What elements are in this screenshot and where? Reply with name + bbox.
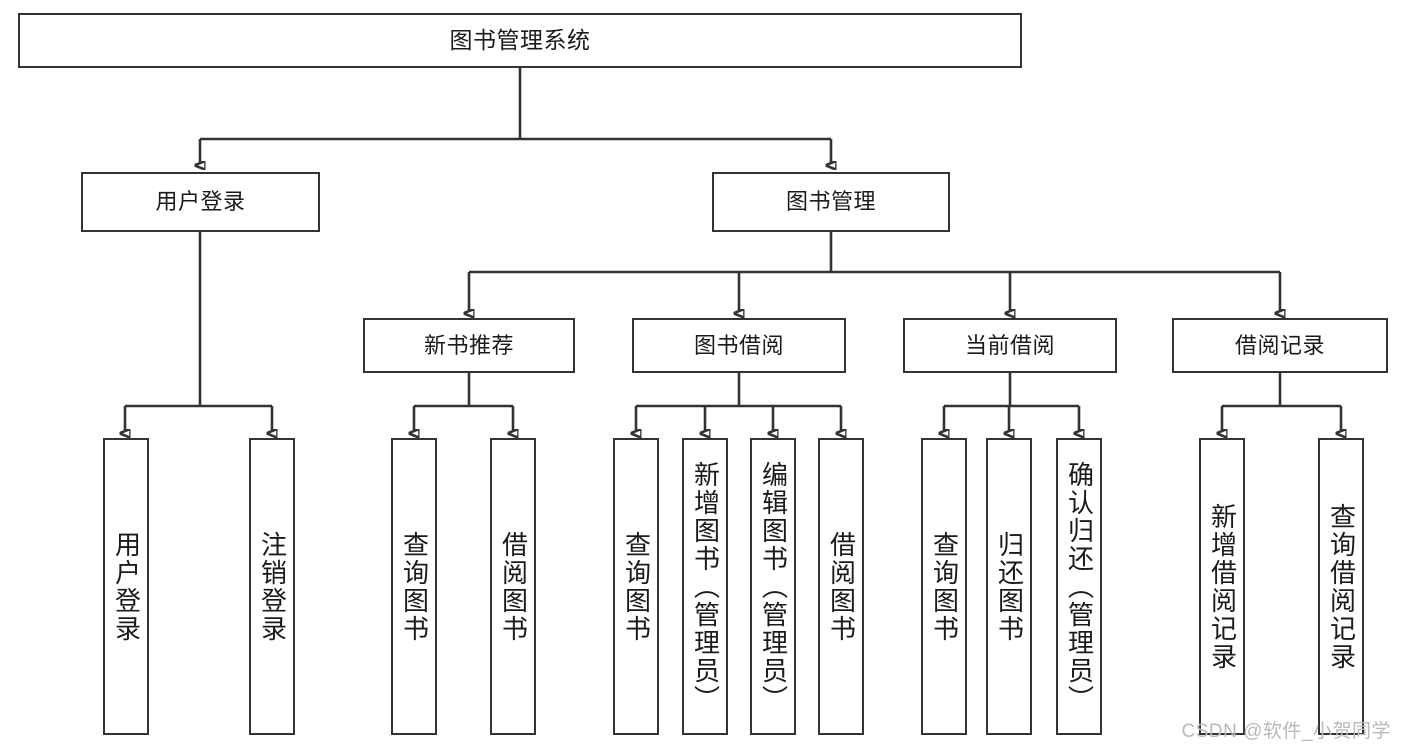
csdn-watermark: CSDN @软件_小贺同学 [1181,721,1391,742]
node-leaf-query-book-1-label: 查询图书 [399,530,430,643]
node-leaf-borrow-book-1[interactable]: 借阅图书 [490,438,536,735]
node-current-borrow-label: 当前借阅 [964,332,1055,358]
node-user-login-label: 用户登录 [155,189,246,215]
node-leaf-confirm-return-label: 确认归还（管理员） [1064,460,1095,713]
node-leaf-add-book[interactable]: 新增图书（管理员） [682,438,728,735]
node-user-login[interactable]: 用户登录 [81,172,320,232]
node-leaf-borrow-book-2[interactable]: 借阅图书 [818,438,864,735]
node-leaf-user-login[interactable]: 用户登录 [103,438,149,735]
node-leaf-add-book-label: 新增图书（管理员） [690,460,721,713]
node-leaf-query-book-3-label: 查询图书 [929,530,960,643]
node-book-borrow-label: 图书借阅 [693,332,784,358]
node-leaf-user-login-label: 用户登录 [111,530,142,643]
node-borrow-record[interactable]: 借阅记录 [1172,318,1388,373]
node-book-manage[interactable]: 图书管理 [712,172,950,232]
node-current-borrow[interactable]: 当前借阅 [903,318,1117,373]
node-leaf-logout-login-label: 注销登录 [257,530,288,643]
node-leaf-logout-login[interactable]: 注销登录 [249,438,295,735]
node-leaf-borrow-book-2-label: 借阅图书 [826,530,857,643]
node-book-borrow[interactable]: 图书借阅 [632,318,846,373]
node-leaf-query-book-2-label: 查询图书 [621,530,652,643]
node-leaf-query-book-1[interactable]: 查询图书 [391,438,437,735]
node-leaf-borrow-book-1-label: 借阅图书 [498,530,529,643]
node-leaf-edit-book[interactable]: 编辑图书（管理员） [750,438,796,735]
node-leaf-query-record-label: 查询借阅记录 [1326,502,1357,671]
node-leaf-return-book-label: 归还图书 [994,530,1025,643]
node-leaf-add-record[interactable]: 新增借阅记录 [1199,438,1245,735]
node-root-label: 图书管理系统 [449,27,591,54]
node-borrow-record-label: 借阅记录 [1234,332,1325,358]
node-leaf-query-book-2[interactable]: 查询图书 [613,438,659,735]
node-book-manage-label: 图书管理 [785,189,876,215]
node-leaf-edit-book-label: 编辑图书（管理员） [758,460,789,713]
node-leaf-return-book[interactable]: 归还图书 [986,438,1032,735]
node-leaf-add-record-label: 新增借阅记录 [1207,502,1238,671]
node-root[interactable]: 图书管理系统 [18,13,1022,68]
node-leaf-query-book-3[interactable]: 查询图书 [921,438,967,735]
node-leaf-query-record[interactable]: 查询借阅记录 [1318,438,1364,735]
node-leaf-confirm-return[interactable]: 确认归还（管理员） [1056,438,1102,735]
node-new-book-recommend[interactable]: 新书推荐 [363,318,575,373]
node-new-book-recommend-label: 新书推荐 [423,332,514,358]
